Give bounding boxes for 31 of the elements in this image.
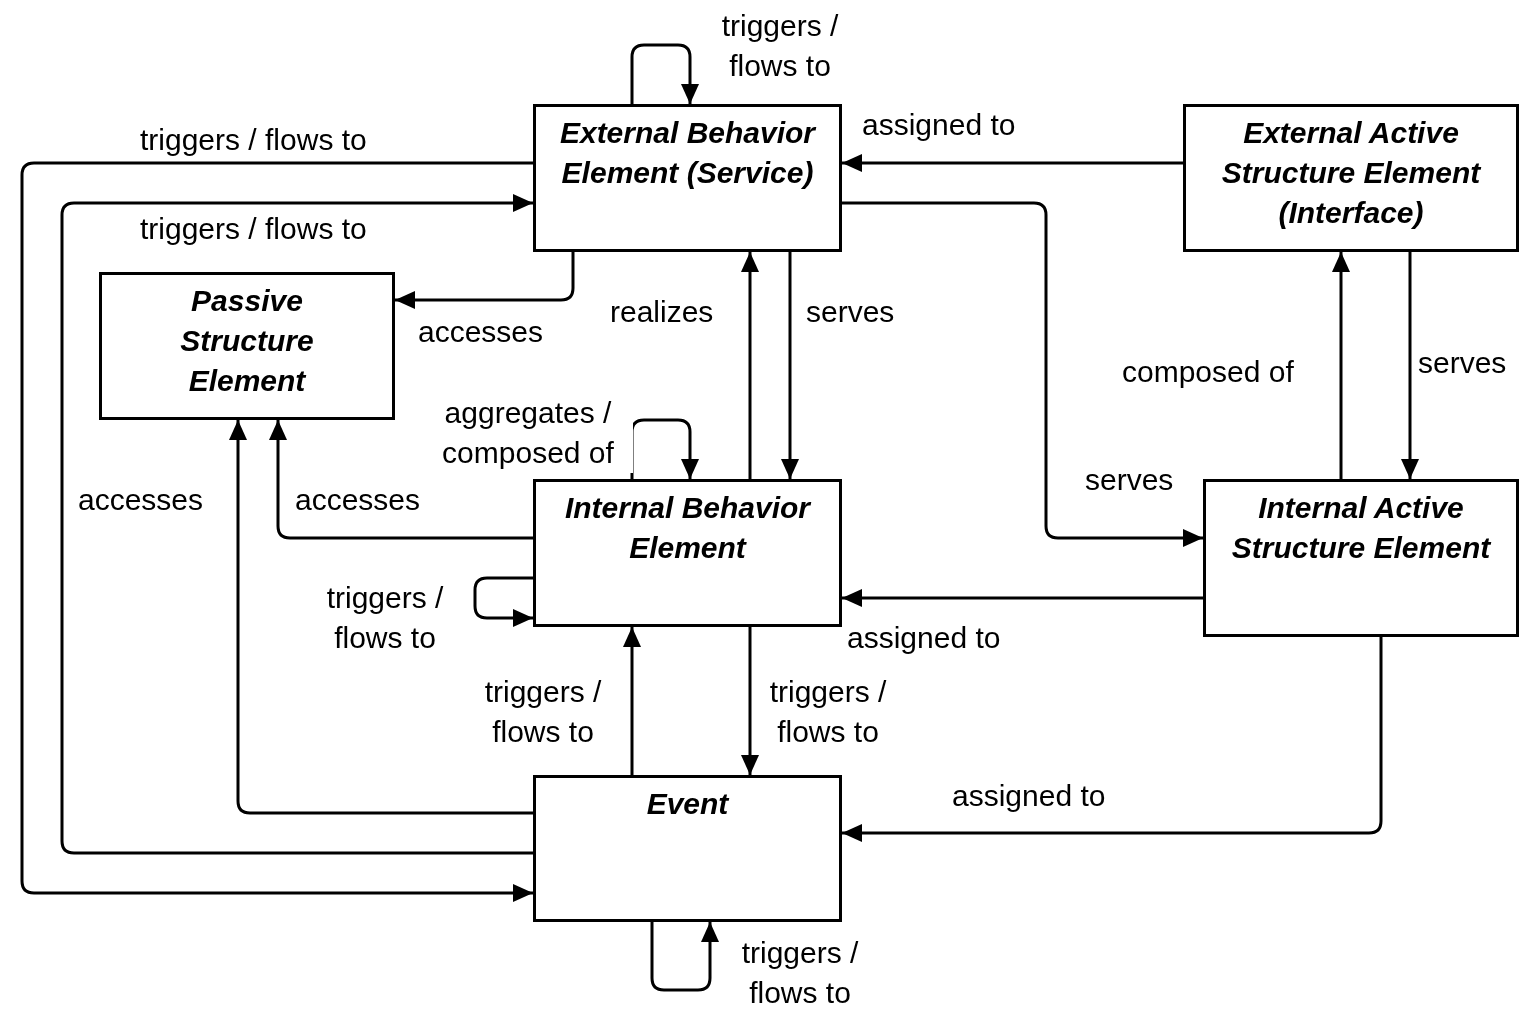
arrow bbox=[781, 252, 799, 479]
arrow bbox=[1401, 252, 1419, 479]
arrow bbox=[842, 201, 1203, 547]
element-title: Event bbox=[645, 786, 731, 822]
element-box bbox=[533, 104, 842, 252]
element-title: Internal Behavior Element bbox=[563, 490, 813, 566]
element-box bbox=[1183, 104, 1519, 252]
arrow bbox=[842, 637, 1383, 842]
element-box bbox=[1203, 479, 1519, 637]
arrow bbox=[842, 154, 1183, 172]
arrow bbox=[395, 252, 575, 309]
element-box bbox=[533, 775, 842, 922]
arrow bbox=[20, 161, 533, 902]
arrow bbox=[842, 589, 1203, 607]
arrow bbox=[269, 420, 533, 540]
arrow bbox=[630, 43, 699, 104]
element-box bbox=[533, 479, 842, 627]
element-box bbox=[99, 272, 395, 420]
arrow bbox=[1332, 252, 1350, 479]
element-title: Internal Active Structure Element bbox=[1231, 490, 1491, 566]
arrow bbox=[630, 418, 699, 479]
arrow bbox=[741, 252, 759, 479]
arrow bbox=[741, 627, 759, 775]
element-title: External Active Structure Element (Interface) bbox=[1220, 115, 1483, 231]
arrow bbox=[229, 420, 533, 815]
arrow bbox=[60, 194, 533, 855]
arrow bbox=[473, 576, 533, 627]
element-title: External Behavior Element (Service) bbox=[558, 115, 818, 191]
arrow bbox=[650, 922, 719, 992]
arrow bbox=[623, 627, 641, 775]
element-title: Passive Structure Element bbox=[179, 283, 315, 399]
